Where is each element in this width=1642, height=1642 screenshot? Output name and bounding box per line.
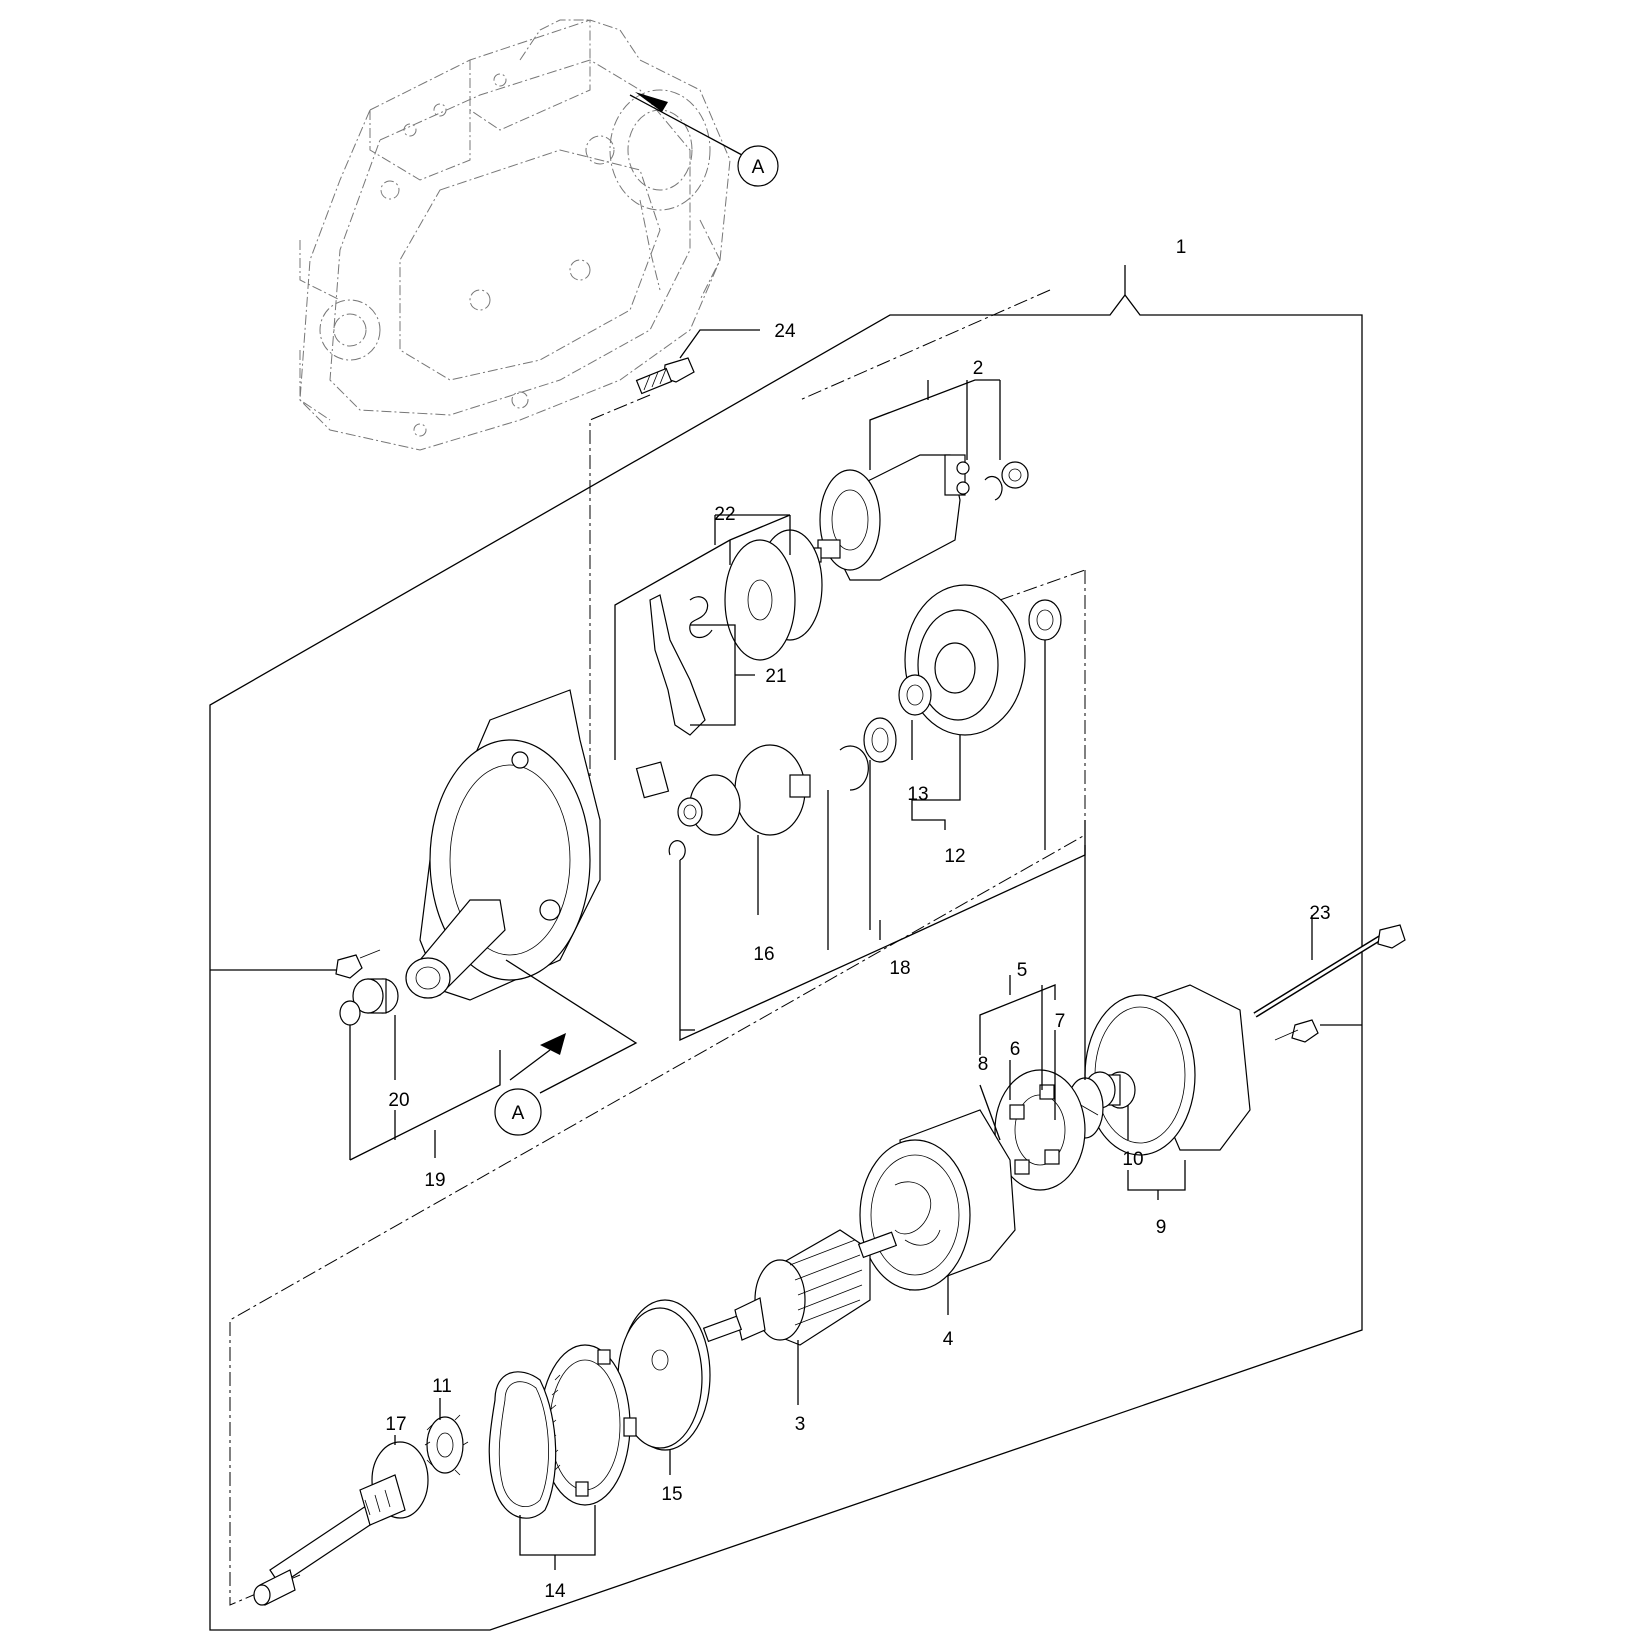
callout-10: 10 — [1122, 1149, 1143, 1170]
callout-1: 1 — [1176, 237, 1187, 258]
callout-24: 24 — [774, 321, 796, 342]
callout-11: 11 — [432, 1376, 452, 1397]
part-23-through-bolt — [1253, 924, 1406, 1043]
callout-21: 21 — [765, 666, 786, 687]
part-2-solenoid-switch — [804, 454, 1029, 581]
part-19-drive-housing — [405, 689, 601, 1001]
callout-12: 12 — [944, 846, 965, 867]
part-16-pinion-clutch — [668, 744, 811, 861]
callout-19: 19 — [424, 1170, 445, 1191]
callout-22: 22 — [714, 504, 735, 525]
part-18-ring-set — [839, 717, 897, 791]
part-14-internal-gear — [488, 1344, 637, 1519]
callout-9: 9 — [1156, 1217, 1167, 1238]
housing-bolt — [335, 949, 381, 979]
leader-lines — [210, 265, 1362, 1570]
callout-13: 13 — [907, 784, 928, 805]
callout-17: 17 — [385, 1414, 406, 1435]
view-marker-a-bottom-label: A — [512, 1103, 525, 1124]
callout-3: 3 — [795, 1414, 806, 1435]
callout-15: 15 — [661, 1484, 682, 1505]
callout-18: 18 — [889, 958, 910, 979]
view-marker-a-bottom: A — [494, 959, 638, 1136]
part-12-center-bracket — [898, 584, 1062, 736]
part-24-bolt — [635, 357, 695, 395]
callout-7: 7 — [1055, 1011, 1066, 1032]
part-22-plate-and-gasket — [724, 529, 823, 661]
callout-8: 8 — [978, 1054, 989, 1075]
callout-labels: 1 24 2 22 21 13 12 16 18 23 5 6 7 8 10 9… — [385, 237, 1330, 1602]
assembly-outline — [209, 285, 1363, 1631]
part-15-center-plate — [617, 1299, 711, 1451]
part-21-shift-lever — [635, 594, 713, 799]
callout-4: 4 — [943, 1329, 954, 1350]
callout-2: 2 — [973, 358, 984, 379]
callout-16: 16 — [753, 944, 774, 965]
callout-23: 23 — [1309, 903, 1330, 924]
part-11-planet-gear — [424, 1414, 469, 1476]
callout-6: 6 — [1010, 1039, 1021, 1060]
part-20-bushing — [339, 978, 399, 1026]
view-marker-a-top-label: A — [752, 157, 765, 178]
part-17-pinion-shaft — [253, 1441, 429, 1606]
part-3-armature — [702, 1229, 898, 1346]
callout-20: 20 — [388, 1090, 409, 1111]
view-marker-a-top: A — [629, 92, 779, 187]
callout-5: 5 — [1017, 960, 1028, 981]
engine-housing-phantom — [299, 19, 731, 451]
callout-14: 14 — [544, 1581, 566, 1602]
part-4-field-frame — [859, 1109, 1016, 1291]
part-5-brush-holder — [994, 1069, 1086, 1191]
part-9-rear-cover — [1084, 984, 1251, 1156]
